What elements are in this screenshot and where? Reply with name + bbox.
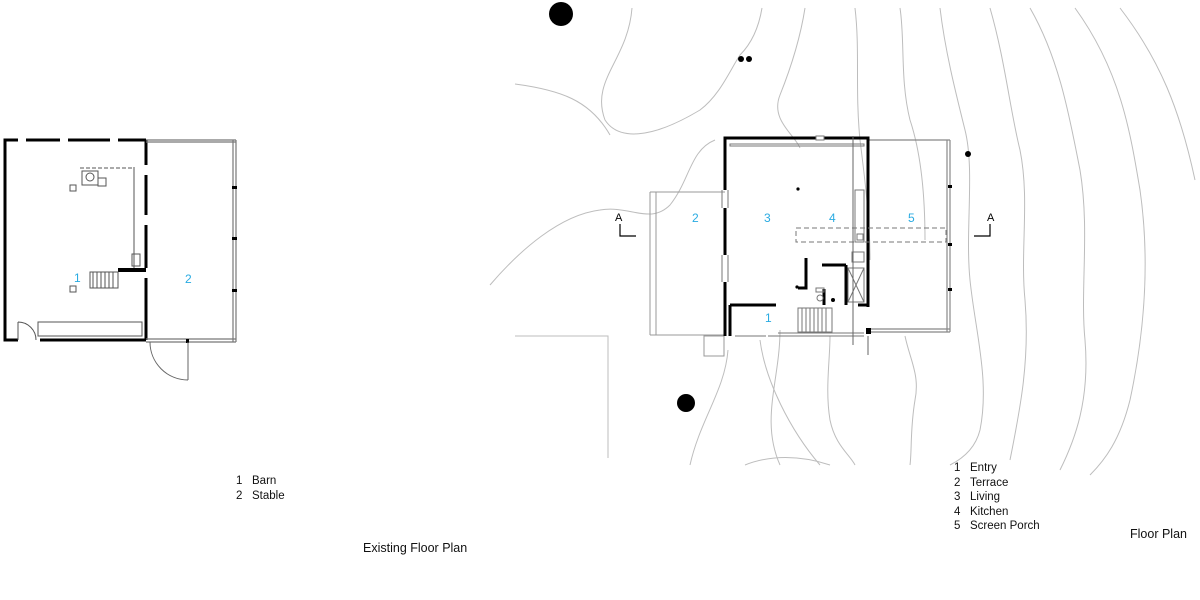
legend-label: Screen Porch [970, 520, 1040, 532]
barn-interior [17, 167, 143, 341]
tree-icon [738, 56, 744, 62]
section-line [852, 136, 869, 355]
kitchen-room-number: 4 [829, 211, 836, 225]
existing-plan-legend: 1 Barn 2 Stable [236, 474, 285, 503]
trees [549, 2, 971, 412]
legend-number: 3 [954, 491, 961, 503]
legend-item: 4 Kitchen [954, 505, 1040, 520]
screen-porch-room-number: 5 [908, 211, 915, 225]
stable-door [149, 341, 189, 381]
legend-item: 2 Stable [236, 489, 285, 504]
terrace-room-number: 2 [692, 211, 699, 225]
tree-icon [549, 2, 573, 26]
section-marker-left [619, 224, 636, 237]
stable-room-number: 2 [185, 272, 192, 286]
screen-porch-outline [868, 139, 951, 333]
floor-plan-legend: 1 Entry 2 Terrace 3 Living 4 Kitchen 5 S… [954, 461, 1040, 534]
porch-posts [866, 185, 952, 334]
legend-item: 5 Screen Porch [954, 519, 1040, 534]
legend-number: 1 [954, 462, 961, 474]
fixtures-dots [795, 187, 835, 302]
legend-item: 1 Entry [954, 461, 1040, 476]
legend-item: 3 Living [954, 490, 1040, 505]
legend-number: 2 [954, 476, 961, 489]
legend-item: 1 Barn [236, 474, 285, 489]
section-label-right: A [987, 212, 995, 224]
section-marker-right [974, 224, 991, 237]
tree-icon [965, 151, 971, 157]
legend-number: 5 [954, 520, 961, 532]
floor-plan-caption: Floor Plan [1130, 527, 1187, 541]
legend-item: 2 Terrace [954, 476, 1040, 491]
existing-plan: 1 2 [3, 138, 237, 381]
legend-label: Living [970, 491, 1001, 503]
legend-label: Barn [252, 475, 277, 487]
house-interior [721, 135, 947, 337]
house-walls [723, 136, 870, 336]
topographic-contours [489, 7, 1196, 476]
tree-icon [746, 56, 752, 62]
legend-label: Terrace [970, 476, 1009, 489]
legend-label: Stable [252, 489, 285, 502]
living-room-number: 3 [764, 211, 771, 225]
barn-room-number: 1 [74, 271, 81, 285]
new-plan: A A 1 2 3 4 5 [615, 135, 995, 357]
section-label-left: A [615, 212, 623, 224]
legend-number: 2 [236, 489, 243, 502]
existing-plan-caption: Existing Floor Plan [363, 541, 468, 555]
legend-number: 1 [236, 475, 243, 487]
stable-outline [146, 139, 237, 343]
terrace-outline [649, 191, 725, 357]
legend-number: 4 [954, 505, 961, 518]
barn-walls [3, 138, 148, 342]
legend-label: Entry [970, 462, 997, 474]
tree-icon [677, 394, 695, 412]
entry-room-number: 1 [765, 311, 772, 325]
stable-posts [186, 186, 237, 343]
legend-label: Kitchen [970, 505, 1009, 518]
